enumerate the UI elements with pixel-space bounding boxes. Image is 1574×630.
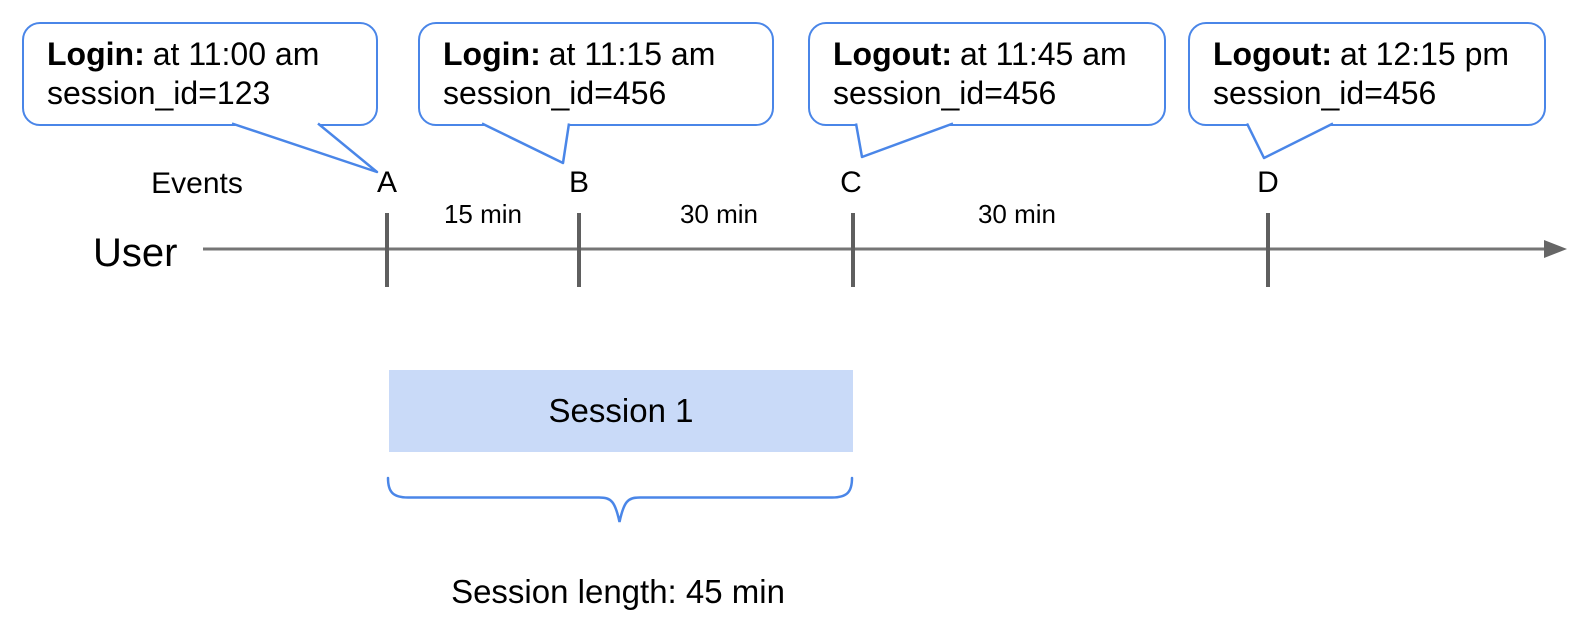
- callout-login-a: Login:at 11:00 am session_id=123: [22, 22, 378, 126]
- callout-tail-c-icon: [854, 122, 954, 159]
- interval-label-15min: 15 min: [443, 199, 523, 229]
- user-label: User: [93, 231, 178, 275]
- callout-logout-d: Logout:at 12:15 pm session_id=456: [1188, 22, 1546, 126]
- interval-label-30min-1: 30 min: [679, 199, 759, 229]
- callout-event-type: Login:: [443, 36, 541, 72]
- callout-event-time: at 11:45 am: [960, 36, 1127, 72]
- callout-event-time: at 11:15 am: [548, 36, 716, 72]
- callout-tail-d-icon: [1245, 122, 1334, 160]
- callout-event-type: Login:: [47, 36, 145, 72]
- callout-event-time: at 12:15 pm: [1340, 36, 1510, 72]
- event-label-a: A: [376, 166, 397, 199]
- callout-session-id: session_id=456: [1213, 75, 1437, 111]
- event-label-d: D: [1257, 166, 1279, 199]
- session-length-brace: [386, 476, 854, 523]
- timeline-arrowhead-icon: [1544, 240, 1567, 258]
- callout-tail-a-icon: [231, 122, 379, 174]
- callout-logout-c: Logout:at 11:45 am session_id=456: [808, 22, 1166, 126]
- session-length-label: Session length: 45 min: [451, 573, 785, 610]
- callout-tail-b-icon: [481, 122, 571, 165]
- callout-event-type: Logout:: [1213, 36, 1333, 72]
- callout-event-type: Logout:: [833, 36, 953, 72]
- callout-session-id: session_id=123: [47, 75, 271, 111]
- session-bar-label: Session 1: [548, 392, 694, 429]
- callout-session-id: session_id=456: [443, 75, 667, 111]
- callout-login-b: Login:at 11:15 am session_id=456: [418, 22, 774, 126]
- session-bar: Session 1: [389, 370, 853, 452]
- callout-event-time: at 11:00 am: [152, 36, 320, 72]
- callout-session-id: session_id=456: [833, 75, 1057, 111]
- events-label: Events: [151, 167, 243, 200]
- event-label-c: C: [840, 166, 862, 199]
- event-label-b: B: [568, 166, 589, 199]
- interval-label-30min-2: 30 min: [977, 199, 1057, 229]
